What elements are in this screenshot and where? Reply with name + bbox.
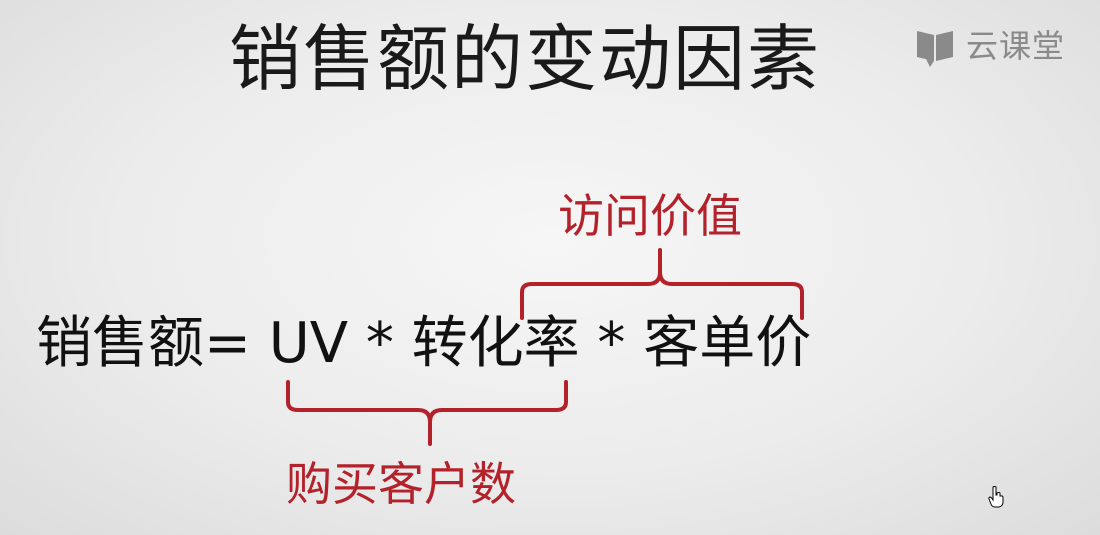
- sales-formula: 销售额= UV * 转化率 * 客单价: [36, 311, 812, 376]
- annotation-buying-customers: 购买客户数: [286, 457, 516, 511]
- annotation-visit-value: 访问价值: [558, 189, 742, 243]
- slide-title: 销售额的变动因素: [228, 17, 821, 101]
- hand-cursor-icon: [988, 486, 1004, 508]
- book-icon: [917, 31, 953, 67]
- logo-text: 云课堂: [966, 27, 1066, 65]
- logo: 云课堂: [914, 24, 1065, 68]
- bottom-brace: [286, 380, 568, 446]
